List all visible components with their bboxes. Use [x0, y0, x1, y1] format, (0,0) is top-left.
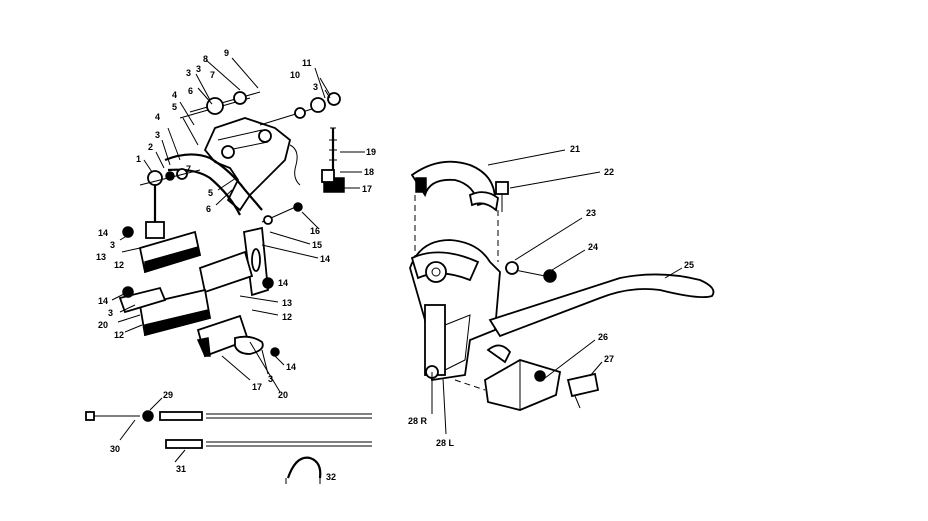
callout-2: 2 — [148, 142, 153, 152]
callout-21: 21 — [570, 144, 580, 154]
brake-cables — [85, 410, 372, 484]
callout-3: 3 — [186, 68, 191, 78]
callout-28r: 28 R — [408, 416, 428, 426]
callout-26: 26 — [598, 332, 608, 342]
callout-3: 3 — [313, 82, 318, 92]
callout-14: 14 — [98, 228, 108, 238]
callout-12: 12 — [114, 260, 124, 270]
callout-6: 6 — [206, 204, 211, 214]
callout-24: 24 — [588, 242, 598, 252]
callout-29: 29 — [163, 390, 173, 400]
callout-14: 14 — [286, 362, 296, 372]
callout-17: 17 — [362, 184, 372, 194]
callout-9: 9 — [224, 48, 229, 58]
callout-7: 7 — [186, 164, 191, 174]
callout-1: 1 — [136, 154, 141, 164]
callout-5: 5 — [208, 188, 213, 198]
callout-6: 6 — [188, 86, 193, 96]
callout-3: 3 — [110, 240, 115, 250]
callout-3: 3 — [155, 130, 160, 140]
callout-labels: 1 2 3 4 5 4 3 6 7 8 9 11 10 3 19 18 17 5… — [96, 48, 694, 482]
callout-27: 27 — [604, 354, 614, 364]
leader-lines — [111, 57, 683, 463]
callout-18: 18 — [364, 167, 374, 177]
callout-31: 31 — [176, 464, 186, 474]
callout-19: 19 — [366, 147, 376, 157]
callout-13: 13 — [282, 298, 292, 308]
callout-12: 12 — [282, 312, 292, 322]
callout-10: 10 — [290, 70, 300, 80]
callout-3: 3 — [196, 64, 201, 74]
callout-3: 3 — [268, 374, 273, 384]
callout-22: 22 — [604, 167, 614, 177]
lever-assembly — [409, 160, 715, 411]
callout-17: 17 — [252, 382, 262, 392]
callout-7: 7 — [210, 70, 215, 80]
callout-14: 14 — [98, 296, 108, 306]
callout-15: 15 — [312, 240, 322, 250]
callout-3: 3 — [108, 308, 113, 318]
callout-4: 4 — [172, 90, 177, 100]
brake-shoes — [118, 226, 280, 358]
callout-25: 25 — [684, 260, 694, 270]
callout-11: 11 — [302, 58, 312, 68]
callout-14: 14 — [278, 278, 288, 288]
caliper-assembly — [139, 91, 341, 239]
callout-20: 20 — [98, 320, 108, 330]
callout-23: 23 — [586, 208, 596, 218]
callout-20: 20 — [278, 390, 288, 400]
callout-28l: 28 L — [436, 438, 455, 448]
cable-adjuster — [321, 127, 345, 193]
callout-32: 32 — [326, 472, 336, 482]
right-brake-arm — [243, 202, 303, 297]
callout-8: 8 — [203, 54, 208, 64]
callout-14: 14 — [320, 254, 330, 264]
callout-4: 4 — [155, 112, 160, 122]
callout-16: 16 — [310, 226, 320, 236]
callout-30: 30 — [110, 444, 120, 454]
callout-12: 12 — [114, 330, 124, 340]
callout-5: 5 — [172, 102, 177, 112]
callout-13: 13 — [96, 252, 106, 262]
